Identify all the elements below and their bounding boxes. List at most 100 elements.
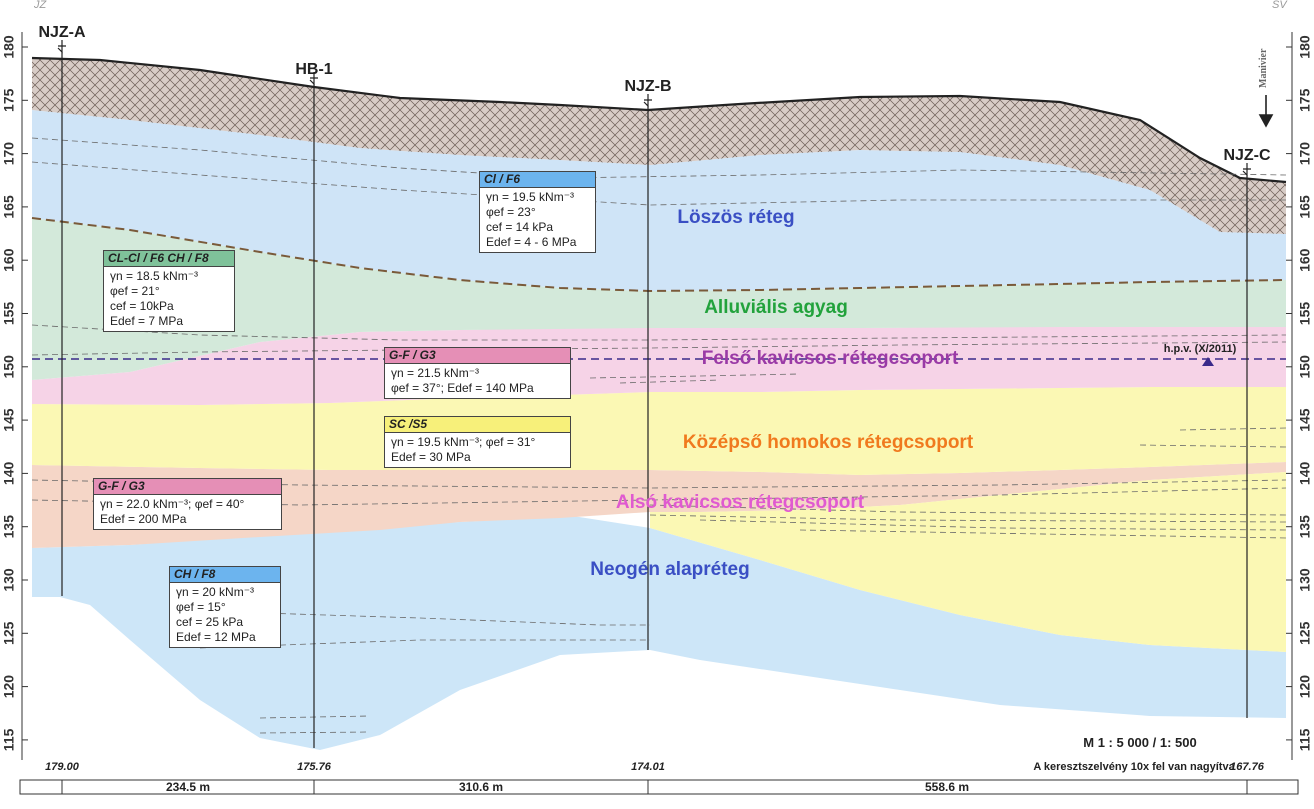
left-axis-tick-label: 150 <box>1 355 17 379</box>
param-box-alluvial-clay: CL-Cl / F6 CH / F8 γn = 18.5 kNm⁻³ φef =… <box>103 250 235 332</box>
borehole-elev-hb-1: 175.76 <box>297 761 332 773</box>
param-box-upper-gravel: G-F / G3 γn = 21.5 kNm⁻³ φef = 37°; Edef… <box>384 347 571 399</box>
param-row: cef = 25 kPa <box>176 615 244 629</box>
left-axis-tick-label: 135 <box>1 515 17 539</box>
right-axis-tick-label: 165 <box>1297 195 1313 219</box>
borehole-elev-njz-a: 179.00 <box>45 761 80 773</box>
right-axis-tick-label: 155 <box>1297 302 1313 326</box>
right-axis-ticks: 180 175 170 165 160 155 150 145 140 135 130 125 120 1… <box>1286 35 1313 751</box>
left-axis-tick-label: 165 <box>1 195 17 219</box>
scale-text: M 1 : 5 000 / 1: 500 <box>1083 735 1196 750</box>
param-row: γn = 19.5 kNm⁻³ <box>486 190 575 204</box>
distance-label-3: 558.6 m <box>925 780 969 794</box>
exaggeration-note: A keresztszelvény 10x fel van nagyítva <box>1033 761 1235 773</box>
param-row: φef = 21° <box>110 284 160 298</box>
corner-label-left: JZ <box>33 0 48 11</box>
left-axis-tick-label: 125 <box>1 621 17 645</box>
param-row: γn = 19.5 kNm⁻³; φef = 31° <box>391 435 536 449</box>
layer-label-lower-gravel: Alsó kavicsos rétegcsoport <box>616 492 865 513</box>
right-axis-tick-label: 125 <box>1297 621 1313 645</box>
distance-bar <box>19 779 1299 795</box>
layer-sand <box>32 387 1286 475</box>
param-box-lower-gravel: G-F / G3 γn = 22.0 kNm⁻³; φef = 40° Edef… <box>93 478 282 530</box>
direction-label: Manivier <box>1258 48 1269 88</box>
layer-upper-gravel <box>32 327 1286 405</box>
layer-loess <box>32 110 1286 291</box>
layer-label-loess: Löszös réteg <box>677 207 794 228</box>
borehole-lines <box>61 52 1248 748</box>
right-axis-tick-label: 180 <box>1297 35 1313 59</box>
borehole-elev-njz-c: 167.76 <box>1230 761 1265 773</box>
param-row: Edef = 7 MPa <box>110 314 184 328</box>
borehole-name-njz-b: NJZ-B <box>624 78 671 95</box>
left-axis-tick-label: 145 <box>1 408 17 432</box>
left-axis-tick-label: 160 <box>1 248 17 272</box>
layer-label-alluvial-clay: Alluviális agyag <box>704 297 848 318</box>
left-axis-tick-label: 115 <box>1 728 17 751</box>
param-row: γn = 18.5 kNm⁻³ <box>110 269 199 283</box>
param-box-header: SC /S5 <box>385 417 570 433</box>
borehole-name-njz-a: NJZ-A <box>38 24 86 41</box>
param-row: φef = 15° <box>176 600 226 614</box>
right-axis-tick-label: 145 <box>1297 408 1313 432</box>
right-axis-tick-label: 140 <box>1297 462 1313 486</box>
layer-label-upper-gravel: Felső kavicsos rétegcsoport <box>702 348 959 369</box>
left-axis-tick-label: 155 <box>1 302 17 326</box>
right-axis-tick-label: 175 <box>1297 88 1313 112</box>
param-row: cef = 14 kPa <box>486 220 554 234</box>
left-axis-ticks: 180 175 170 165 160 155 150 145 140 135 130 125 120 1… <box>1 35 28 751</box>
borehole-head-icons <box>57 40 1251 177</box>
distance-label-1: 234.5 m <box>166 780 210 794</box>
loess-base-dashed-line <box>31 217 1287 293</box>
borehole-elev-njz-b: 174.01 <box>631 761 665 773</box>
param-row: γn = 21.5 kNm⁻³ <box>391 366 480 380</box>
layer-alluvial-clay <box>32 218 1286 380</box>
param-box-header: CH / F8 <box>170 567 280 583</box>
borehole-name-hb-1: HB-1 <box>295 61 332 78</box>
right-axis-tick-label: 160 <box>1297 248 1313 272</box>
right-axis-tick-label: 115 <box>1297 728 1313 751</box>
param-row: γn = 22.0 kNm⁻³; φef = 40° <box>100 497 245 511</box>
distance-bar-dividers <box>61 780 1248 794</box>
param-row: φef = 37°; Edef = 140 MPa <box>391 381 534 395</box>
param-box-header: Cl / F6 <box>480 172 595 188</box>
corner-label-right: SV <box>1272 0 1288 11</box>
param-row: γn = 20 kNm⁻³ <box>176 585 255 599</box>
param-row: Edef = 30 MPa <box>391 450 471 464</box>
right-axis-tick-label: 120 <box>1297 675 1313 699</box>
borehole-name-njz-c: NJZ-C <box>1223 147 1271 164</box>
param-row: cef = 10kPa <box>110 299 174 313</box>
water-level-marker-icon <box>1202 357 1214 366</box>
param-box-loess: Cl / F6 γn = 19.5 kNm⁻³ φef = 23° cef = … <box>479 171 596 253</box>
param-box-header: CL-Cl / F6 CH / F8 <box>104 251 234 267</box>
left-axis-tick-label: 120 <box>1 675 17 699</box>
ground-surface-line <box>31 56 1287 184</box>
layer-fill <box>32 58 1286 234</box>
left-axis-tick-label: 175 <box>1 88 17 112</box>
left-axis-tick-label: 130 <box>1 568 17 592</box>
param-box-middle-sand: SC /S5 γn = 19.5 kNm⁻³; φef = 31° Edef =… <box>384 416 571 468</box>
layer-label-neogene: Neogén alapréteg <box>590 559 749 580</box>
distance-label-2: 310.6 m <box>459 780 503 794</box>
right-axis-tick-label: 130 <box>1297 568 1313 592</box>
param-row: φef = 23° <box>486 205 536 219</box>
param-row: Edef = 200 MPa <box>100 512 187 526</box>
direction-arrow-icon <box>1258 95 1274 128</box>
param-box-header: G-F / G3 <box>94 479 281 495</box>
right-axis-tick-label: 135 <box>1297 515 1313 539</box>
layer-lower-gravel <box>32 462 1286 548</box>
layer-label-middle-sand: Középső homokos rétegcsoport <box>683 432 974 453</box>
right-axis-tick-label: 170 <box>1297 142 1313 166</box>
layer-sand-wedge <box>650 472 1286 652</box>
water-level-label: h.p.v. (X/2011) <box>1164 343 1237 355</box>
left-axis-tick-label: 140 <box>1 462 17 486</box>
param-row: Edef = 4 - 6 MPa <box>486 235 577 249</box>
param-box-header: G-F / G3 <box>385 348 570 364</box>
param-box-neogene: CH / F8 γn = 20 kNm⁻³ φef = 15° cef = 25… <box>169 566 281 648</box>
left-axis-tick-label: 180 <box>1 35 17 59</box>
left-axis-tick-label: 170 <box>1 142 17 166</box>
right-axis-tick-label: 150 <box>1297 355 1313 379</box>
layer-neogene <box>32 514 1286 750</box>
